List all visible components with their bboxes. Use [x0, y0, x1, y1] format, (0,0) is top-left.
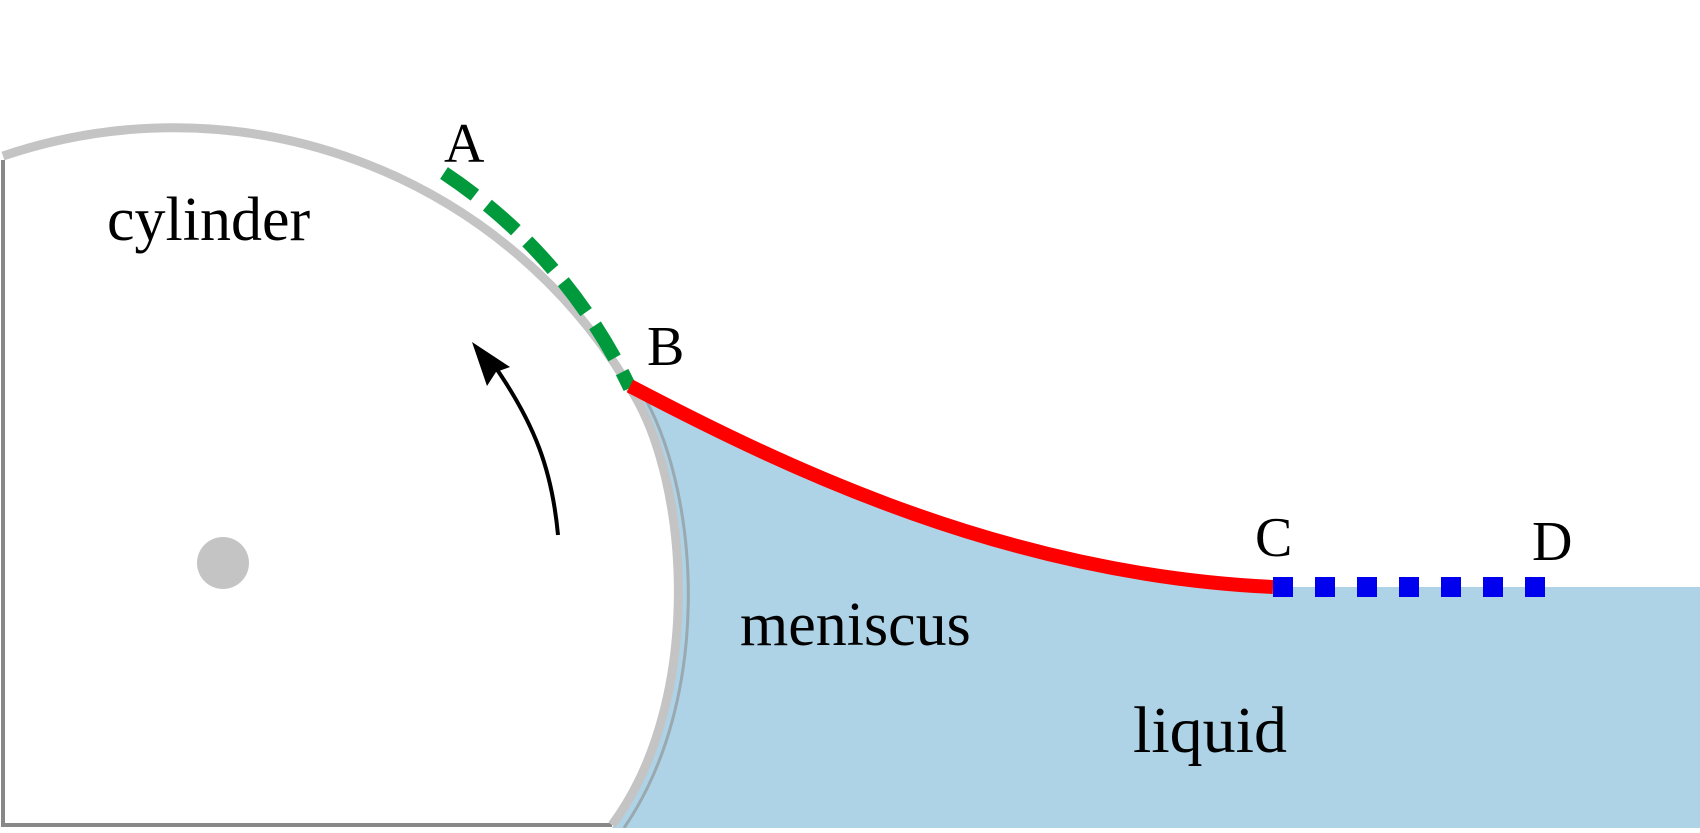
cylinder-outline	[1, 123, 634, 391]
frame-edge	[1, 160, 612, 827]
axis-dot-icon	[197, 537, 249, 589]
rotation-arrow-head	[472, 342, 510, 386]
cylinder-outline-shadow	[622, 399, 690, 829]
rotation-arrow-icon	[472, 342, 560, 536]
cylinder-outline-wetted	[608, 385, 683, 828]
rotation-arrow-shaft	[494, 366, 560, 536]
meniscus-region	[612, 388, 1700, 828]
point-c-label: C	[1255, 507, 1292, 569]
cylinder-body	[3, 131, 679, 825]
point-a-label: A	[444, 113, 485, 175]
meniscus-label: meniscus	[740, 591, 971, 659]
point-d-label: D	[1532, 511, 1572, 573]
segment-a-b	[440, 167, 637, 391]
cylinder-label: cylinder	[107, 186, 310, 254]
liquid-label: liquid	[1133, 694, 1287, 767]
point-b-label: B	[647, 316, 684, 378]
segment-b-c	[626, 379, 1274, 594]
